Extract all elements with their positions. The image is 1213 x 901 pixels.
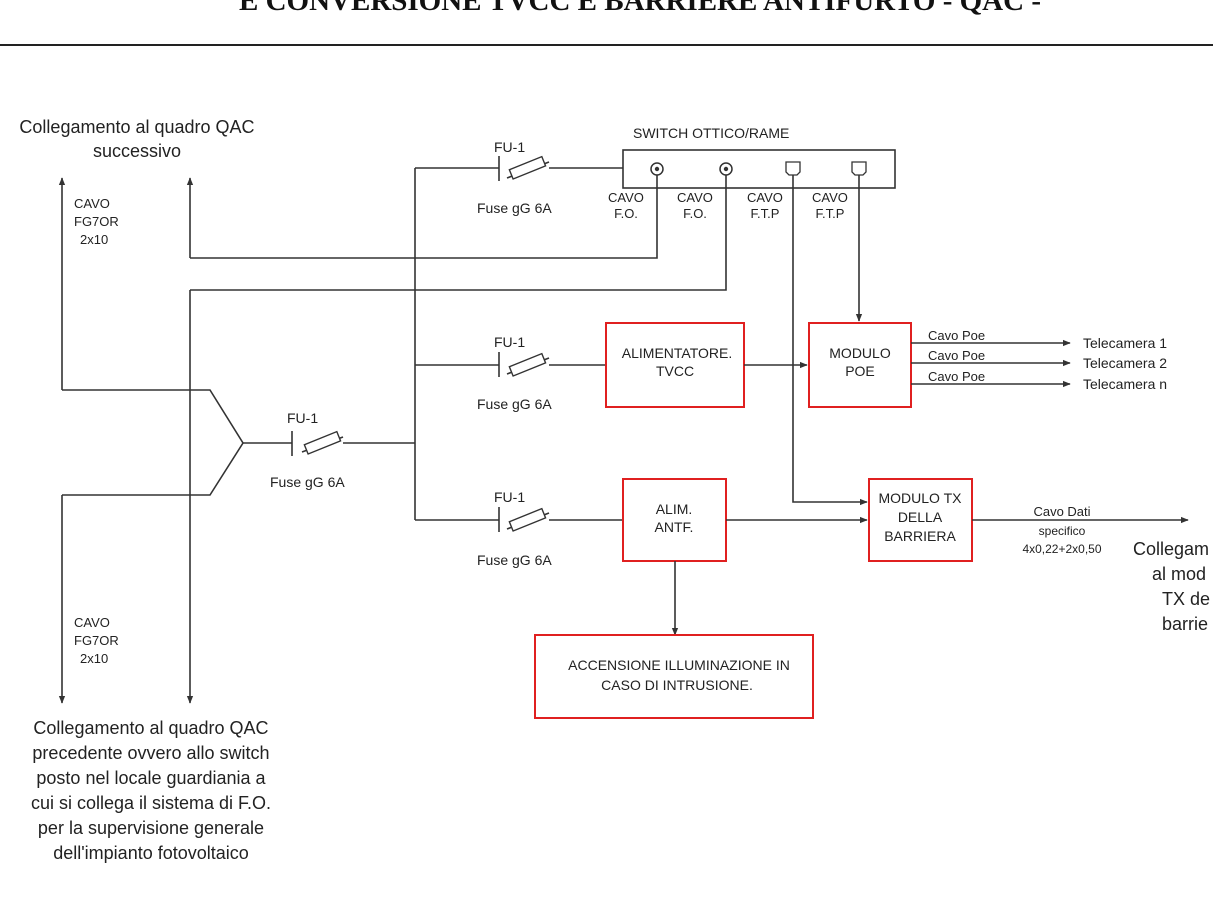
accensione-box [534, 634, 814, 719]
modulo-tx-label-3: BARRIERA [884, 528, 956, 544]
accensione-label-2: CASO DI INTRUSIONE. [601, 677, 753, 693]
fuse-tag-switch: FU-1 [494, 139, 525, 155]
fiber-link-2 [190, 175, 727, 291]
poe-cable-label-1: Cavo Poe [928, 328, 985, 343]
page-title: E CONVERSIONE TVCC E BARRIERE ANTIFURTO … [239, 0, 1041, 17]
cable-top-label-1: CAVO [74, 196, 110, 211]
modulo-poe-label-2: POE [845, 363, 875, 379]
right-connection-label-3: TX de [1162, 589, 1210, 609]
top-connection-label-1: Collegamento al quadro QAC [19, 117, 254, 137]
switch-port-3-label-1: CAVO [747, 190, 783, 205]
data-cable-label-2: specifico [1039, 524, 1086, 538]
data-cable-label-1: Cavo Dati [1033, 504, 1090, 519]
fuse-tag-tvcc: FU-1 [494, 334, 525, 350]
fuse-rating-main: Fuse gG 6A [270, 474, 345, 490]
poe-cable-label-2: Cavo Poe [928, 348, 985, 363]
right-connection-label-4: barrie [1162, 614, 1208, 634]
fuse-branch-switch [415, 155, 623, 181]
cable-bottom-label-1: CAVO [74, 615, 110, 630]
cable-top-label-2: FG7OR [74, 214, 119, 229]
fuse-rating-antf: Fuse gG 6A [477, 552, 552, 568]
cable-top-label-3: 2x10 [80, 232, 108, 247]
ftp-link-tx [792, 175, 868, 506]
cable-junction [62, 389, 244, 496]
top-connection-label-2: successivo [93, 141, 181, 161]
switch-port-4-label-1: CAVO [812, 190, 848, 205]
bottom-connection-label-2: precedente ovvero allo switch [32, 743, 269, 763]
fiber-link-1 [190, 175, 658, 259]
poe-cable-label-3: Cavo Poe [928, 369, 985, 384]
switch-title: SWITCH OTTICO/RAME [633, 125, 789, 141]
alim-antf-label-2: ANTF. [655, 519, 694, 535]
accensione-label-1: ACCENSIONE ILLUMINAZIONE IN [568, 657, 790, 673]
ethernet-port-icon-2 [851, 161, 867, 176]
modulo-poe-box [808, 322, 912, 408]
alimentatore-tvcc-box [605, 322, 745, 408]
camera-label-3: Telecamera n [1083, 376, 1167, 392]
fuse-branch-antf [415, 507, 623, 532]
modulo-tx-box [868, 478, 973, 562]
switch-port-2-label-1: CAVO [677, 190, 713, 205]
fuse-rating-tvcc: Fuse gG 6A [477, 396, 552, 412]
camera-label-2: Telecamera 2 [1083, 355, 1167, 371]
ethernet-port-icon-1 [785, 161, 801, 176]
right-connection-label-1: Collegam [1133, 539, 1209, 559]
main-fuse [291, 430, 415, 456]
switch-port-1-label-1: CAVO [608, 190, 644, 205]
bottom-connection-label-5: per la supervisione generale [38, 818, 264, 838]
alimentatore-label-2: TVCC [656, 363, 694, 379]
fuse-branch-tvcc [415, 352, 606, 377]
data-cable-label-3: 4x0,22+2x0,50 [1022, 542, 1101, 556]
bottom-connection-label-4: cui si collega il sistema di F.O. [31, 793, 271, 813]
bottom-connection-label-3: posto nel locale guardiania a [36, 768, 266, 788]
cable-bottom-label-3: 2x10 [80, 651, 108, 666]
fuse-tag-antf: FU-1 [494, 489, 525, 505]
cable-bottom-label-2: FG7OR [74, 633, 119, 648]
switch-port-2-label-2: F.O. [683, 206, 707, 221]
switch-port-1-label-2: F.O. [614, 206, 638, 221]
right-connection-label-2: al mod [1152, 564, 1206, 584]
switch-box [622, 149, 896, 189]
bottom-connection-label-1: Collegamento al quadro QAC [33, 718, 268, 738]
modulo-tx-label-2: DELLA [898, 509, 943, 525]
switch-port-4-label-2: F.T.P [816, 206, 845, 221]
alim-antf-label-1: ALIM. [656, 501, 693, 517]
camera-label-1: Telecamera 1 [1083, 335, 1167, 351]
fuse-tag-main: FU-1 [287, 410, 318, 426]
modulo-tx-label-1: MODULO TX [879, 490, 963, 506]
fuse-rating-switch: Fuse gG 6A [477, 200, 552, 216]
bottom-connection-label-6: dell'impianto fotovoltaico [53, 843, 249, 863]
alimentatore-label-1: ALIMENTATORE. [622, 345, 732, 361]
modulo-poe-label-1: MODULO [829, 345, 891, 361]
switch-port-3-label-2: F.T.P [751, 206, 780, 221]
